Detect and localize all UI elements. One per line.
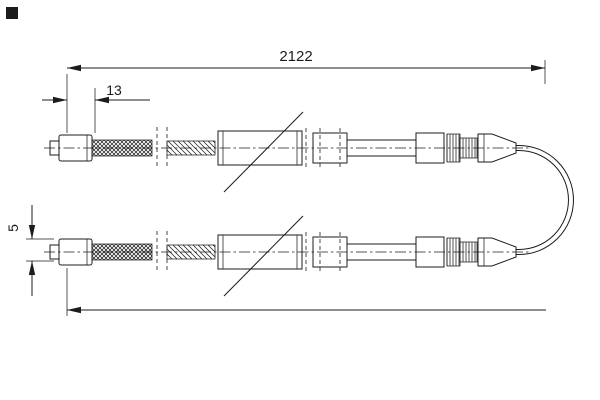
upper-cable-run: [43, 111, 531, 193]
corner-mark: [6, 7, 18, 19]
dim-total-length: 2122: [66, 48, 546, 133]
u-bend-outer: [518, 145, 574, 255]
arrowhead-right: [531, 64, 545, 72]
arrowhead-left: [67, 306, 81, 314]
dim-left-offset: 13: [42, 82, 150, 133]
dim-left-offset-label: 13: [106, 82, 122, 98]
dim-lower-length: [66, 268, 546, 316]
dim-end-height: 5: [5, 205, 54, 296]
u-bend-inner: [518, 150, 569, 250]
arrowhead-right: [53, 96, 67, 104]
arrowhead-up: [28, 261, 36, 275]
lower-cable-run: [43, 215, 531, 297]
dim-end-height-label: 5: [5, 224, 21, 232]
arrowhead-left: [95, 96, 109, 104]
arrowhead-down: [28, 225, 36, 239]
arrowhead-left: [67, 64, 81, 72]
dim-total-length-label: 2122: [279, 48, 312, 65]
